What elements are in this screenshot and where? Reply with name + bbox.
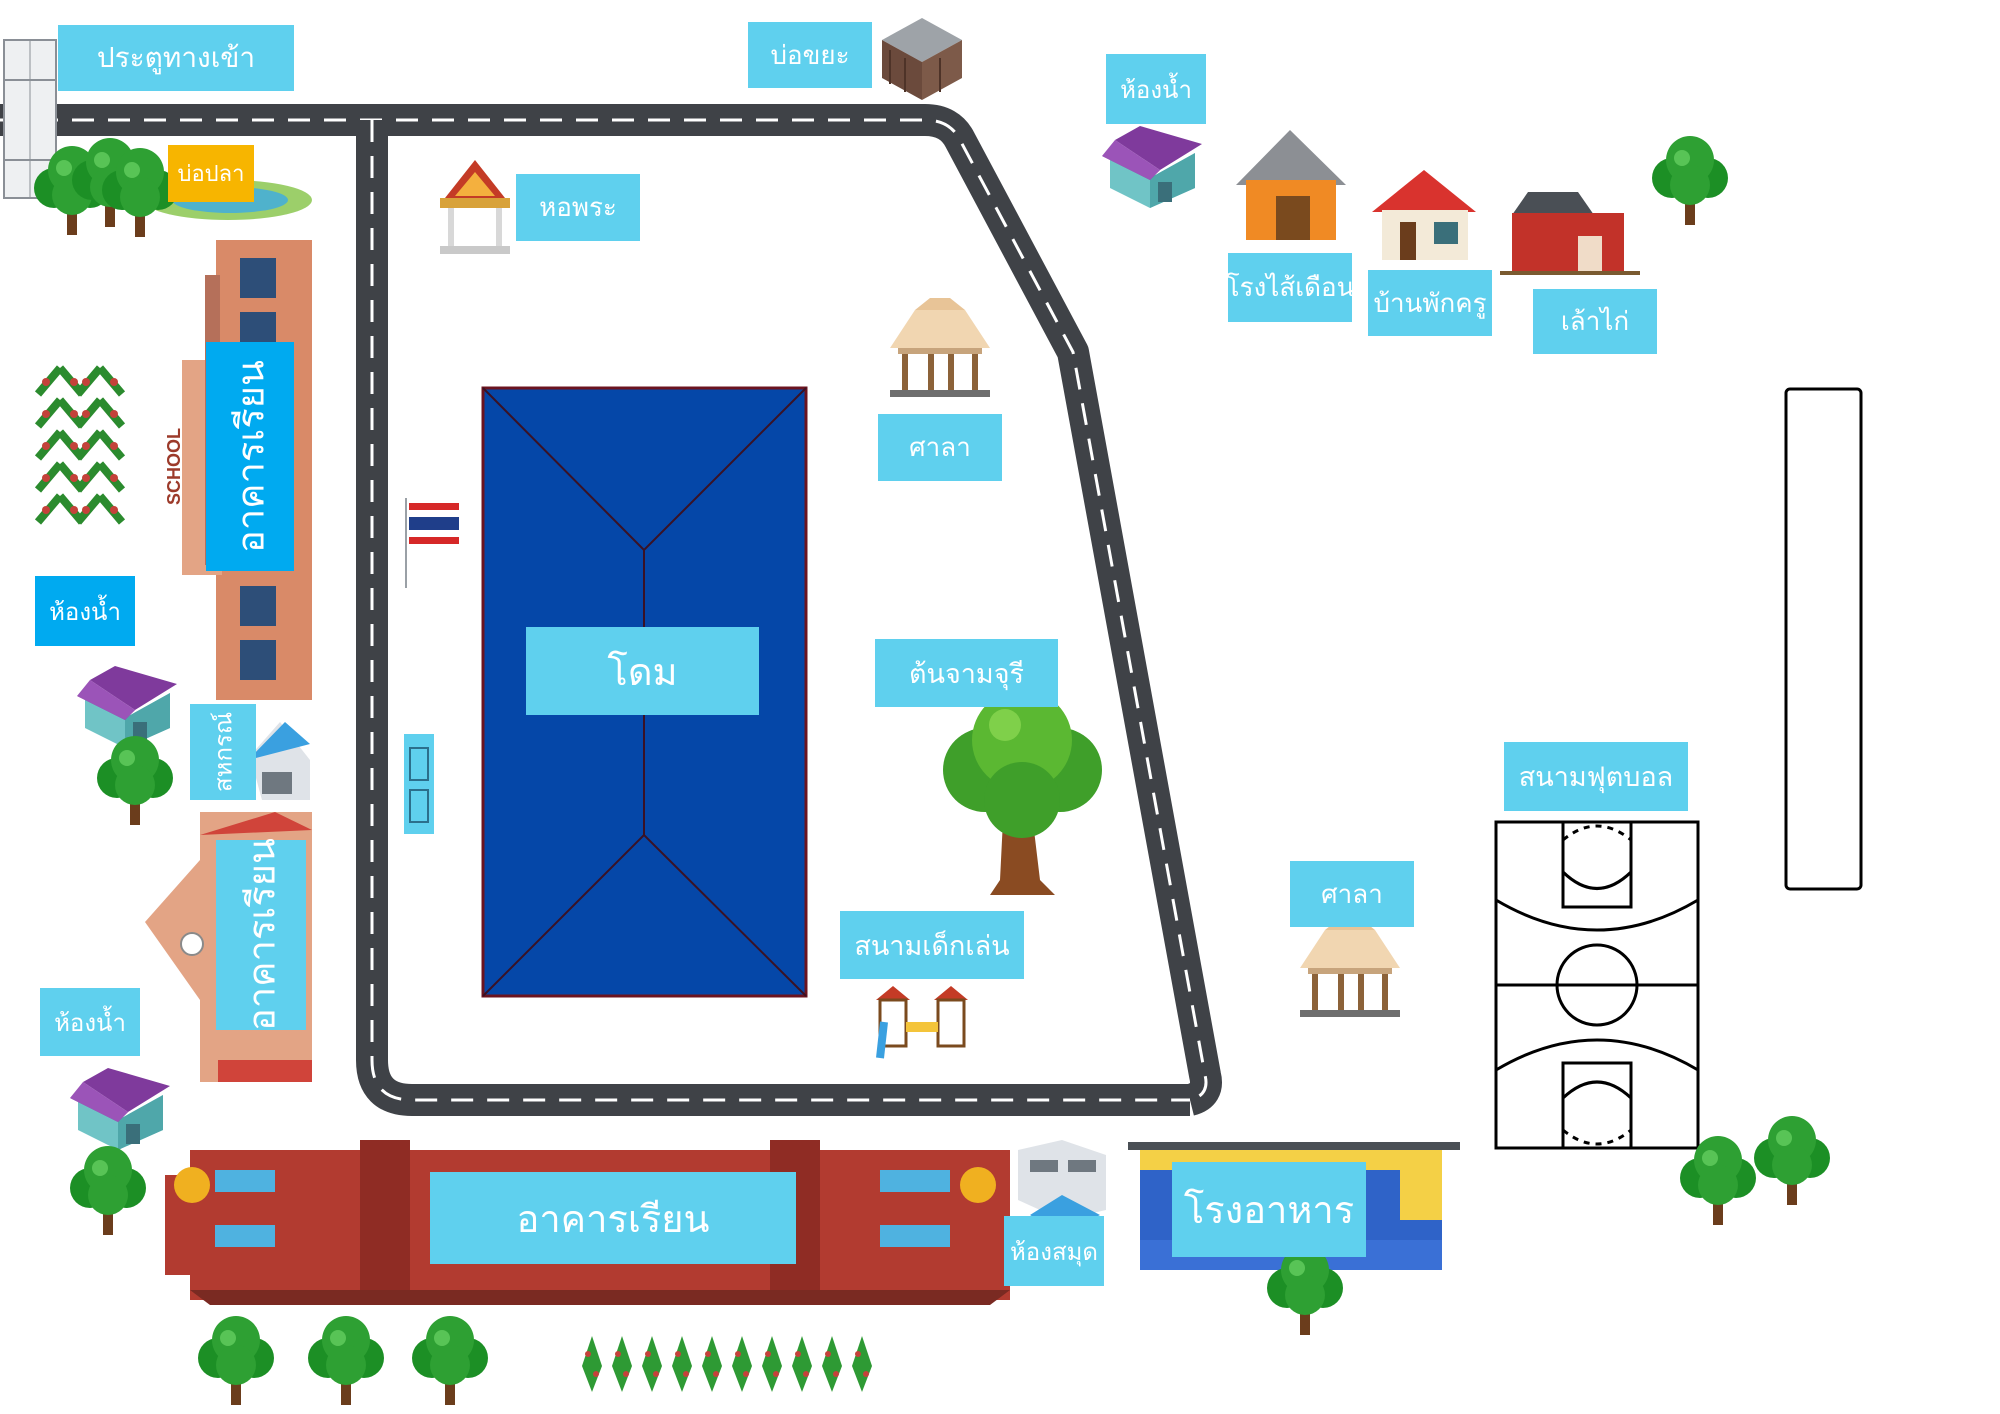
label-chicken-coop: เล้าไก่ [1533,289,1657,354]
shrine-icon [440,160,510,254]
label-dome: โดม [526,627,759,715]
tree-icon [97,736,173,825]
label-pavilion-2: ศาลา [1290,861,1414,927]
worm-house-icon [1236,130,1346,240]
playground-icon [876,986,968,1059]
tree-icon [70,1146,146,1235]
label-school-building-2: อาคารเรียน [216,839,306,1031]
label-school-building-1: อาคารเรียน [206,342,294,571]
field-goal-area [1784,387,1863,891]
tree-cluster-icon [34,138,178,237]
label-playground: สนามเด็กเล่น [840,911,1024,979]
pavilion-icon-1 [890,298,990,397]
label-restroom-left-2: ห้องน้ำ [40,988,140,1056]
tree-icon [308,1316,384,1405]
restroom-icon-left-1 [77,666,177,748]
label-entrance: ประตูทางเข้า [58,25,294,91]
court-icon [1494,820,1700,1150]
label-teacher-house: บ้านพักครู [1368,270,1492,336]
crop-field-icon-bottom [582,1336,872,1392]
crop-field-icon-left [38,368,122,522]
label-pavilion-1: ศาลา [878,414,1002,481]
school-sign-text: SCHOOL [164,428,184,505]
label-garbage-pit: บ่อขยะ [748,22,872,88]
road-loop [356,120,1190,1116]
label-football-field: สนามฟุตบอล [1504,742,1688,811]
label-fish-pond: บ่อปลา [168,145,254,202]
flag-icon [405,498,459,588]
tree-icon [1652,136,1728,225]
road-network [0,39,1222,1116]
label-school-building-3: อาคารเรียน [430,1172,796,1264]
restroom-icon-left-2 [70,1068,170,1150]
label-restroom-top: ห้องน้ำ [1106,54,1206,124]
label-library: ห้องสมุด [1004,1216,1104,1286]
garbage-pit-icon [882,18,962,100]
restroom-icon-top [1102,126,1202,208]
label-canteen: โรงอาหาร [1172,1162,1366,1257]
label-cooperative: สหกรณ์ [190,704,256,800]
tree-icon [198,1316,274,1405]
chicken-coop-icon [1500,192,1640,275]
label-shrine: หอพระ [516,174,640,241]
label-restroom-left-1: ห้องน้ำ [35,576,135,646]
tree-icon [1754,1116,1830,1205]
jamjuree-tree-icon [943,690,1102,895]
small-court-icon [404,734,434,834]
teacher-house-icon [1372,170,1476,260]
road-top [0,104,1222,1116]
label-jamjuree-tree: ต้นจามจุรี [875,639,1058,707]
tree-icon [412,1316,488,1405]
cooperative-icon [248,722,310,800]
pavilion-icon-2 [1300,918,1400,1017]
label-worm-house: โรงไส้เดือน [1226,253,1354,322]
